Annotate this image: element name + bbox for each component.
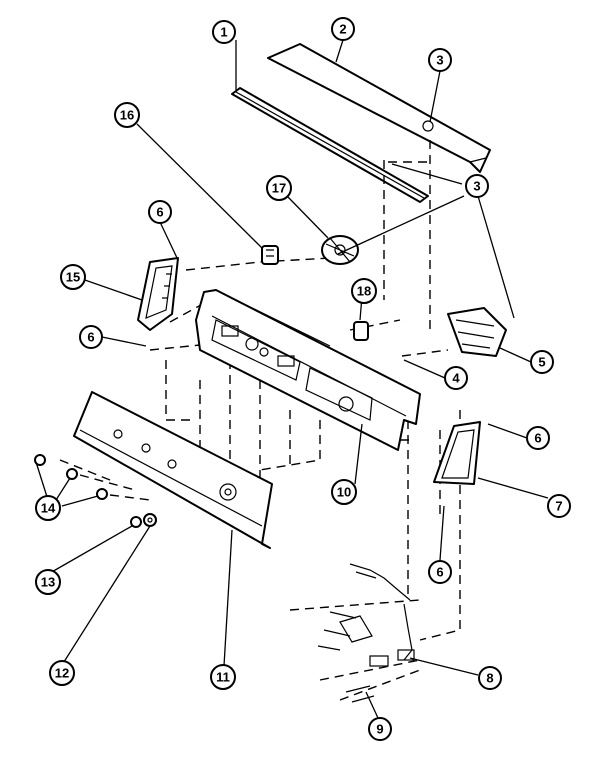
- control-panel-frame: [195, 289, 421, 451]
- callout-10-label: 10: [337, 485, 351, 500]
- callout-13-label: 13: [41, 575, 55, 590]
- callout-6-upper-left-label: 6: [156, 205, 163, 220]
- callout-2-label: 2: [339, 22, 346, 37]
- callout-4: 4: [444, 366, 468, 390]
- callout-5-label: 5: [538, 355, 545, 370]
- timer-part: [321, 235, 359, 265]
- callout-7: 7: [547, 494, 571, 518]
- callout-6-right-label: 6: [534, 431, 541, 446]
- callout-8: 8: [478, 666, 502, 690]
- callout-18-label: 18: [357, 284, 371, 299]
- callout-6-right: 6: [526, 426, 550, 450]
- callout-16: 16: [114, 102, 140, 128]
- callout-1-label: 1: [220, 25, 227, 40]
- callout-18: 18: [351, 278, 377, 304]
- callout-12: 12: [49, 660, 75, 686]
- callout-8-label: 8: [486, 671, 493, 686]
- top-trim-cover: [267, 43, 491, 173]
- callout-7-label: 7: [555, 499, 562, 514]
- callout-9: 9: [368, 717, 392, 741]
- callout-17-label: 17: [272, 181, 286, 196]
- callout-3-top-label: 3: [436, 53, 443, 68]
- callout-4-label: 4: [452, 371, 460, 386]
- callout-3-middle-label: 3: [473, 179, 480, 194]
- callout-11-label: 11: [216, 670, 230, 685]
- callout-14-label: 14: [41, 501, 56, 516]
- callout-3-top: 3: [428, 48, 452, 72]
- control-switch: [447, 307, 507, 357]
- callout-5: 5: [530, 350, 554, 374]
- callout-1: 1: [212, 20, 236, 44]
- callout-17: 17: [266, 175, 292, 201]
- callout-6-lower-left-label: 6: [87, 330, 94, 345]
- callout-15-label: 15: [66, 270, 80, 285]
- callout-12-label: 12: [55, 666, 69, 681]
- wire-harness-bracket: [317, 563, 415, 703]
- knob-part-18: [353, 321, 369, 341]
- left-end-bracket: [137, 257, 179, 331]
- trim-strip: [231, 87, 429, 203]
- callout-14: 14: [35, 495, 61, 521]
- callout-6-bottom: 6: [428, 560, 452, 584]
- callout-10: 10: [331, 479, 357, 505]
- callout-15: 15: [60, 264, 86, 290]
- callout-2: 2: [331, 17, 355, 41]
- callout-13: 13: [35, 569, 61, 595]
- callout-9-label: 9: [376, 722, 383, 737]
- small-knobs: [34, 454, 157, 528]
- callout-6-bottom-label: 6: [436, 565, 443, 580]
- leader-lines: [35, 39, 549, 719]
- callout-11: 11: [210, 664, 236, 690]
- callout-6-upper-left: 6: [148, 200, 172, 224]
- callout-3-middle: 3: [465, 174, 489, 198]
- callout-16-label: 16: [120, 108, 134, 123]
- knob-part-16: [261, 245, 279, 265]
- console-front-panel: [73, 391, 273, 549]
- right-end-bracket: [433, 421, 481, 485]
- callout-6-lower-left: 6: [79, 325, 103, 349]
